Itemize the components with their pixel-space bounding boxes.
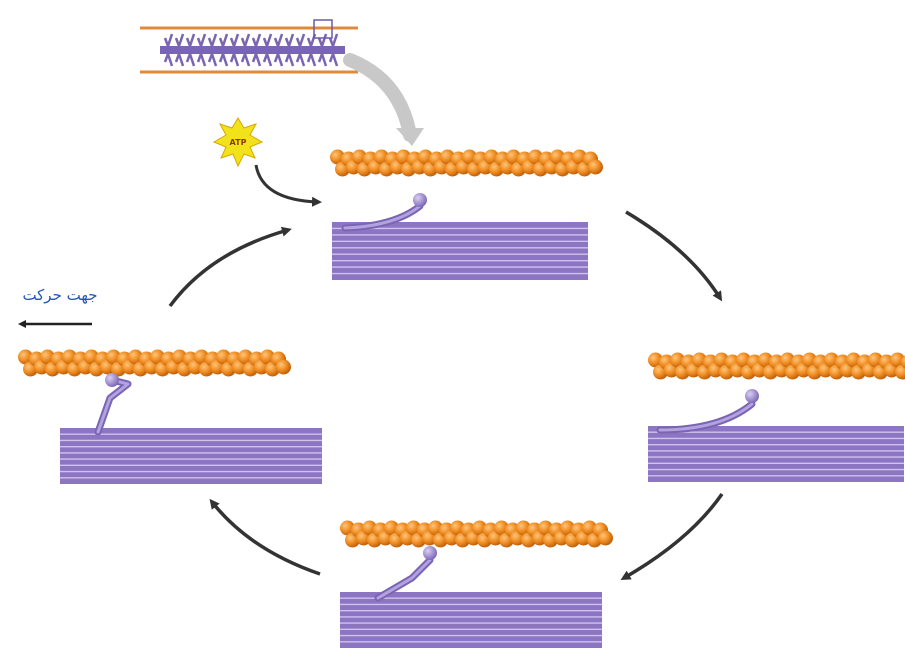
- panels: [18, 150, 905, 649]
- sarcomere-overview: [140, 20, 358, 72]
- cycle-arrow-icon: [624, 494, 722, 578]
- myosin-thick-filament: [60, 428, 322, 484]
- myosin-head: [660, 389, 759, 430]
- cycle-arrow-icon: [626, 212, 720, 298]
- actin-filament: [340, 521, 613, 548]
- zoom-arrow-icon: [350, 60, 410, 135]
- direction-label: جهت حرکت: [14, 286, 106, 304]
- myosin-head: [378, 546, 437, 598]
- panel-top: [330, 150, 603, 281]
- actin-filament: [648, 353, 905, 380]
- panel-left: [18, 350, 322, 485]
- atp-label: ATP: [230, 138, 247, 147]
- thick-filament-overview: [160, 34, 345, 66]
- actin-filament: [18, 350, 291, 377]
- panel-bottom: [340, 521, 613, 649]
- myosin-thick-filament: [648, 426, 904, 482]
- myosin-thick-filament: [332, 222, 588, 280]
- cycle-arrow-icon: [212, 502, 320, 574]
- myosin-head: [98, 373, 128, 432]
- cycle-arrow-icon: [170, 230, 288, 306]
- atp-burst-icon: ATP: [214, 118, 262, 166]
- actin-filament: [330, 150, 603, 177]
- panel-right: [648, 353, 905, 483]
- atp-arrow-icon: [256, 165, 318, 202]
